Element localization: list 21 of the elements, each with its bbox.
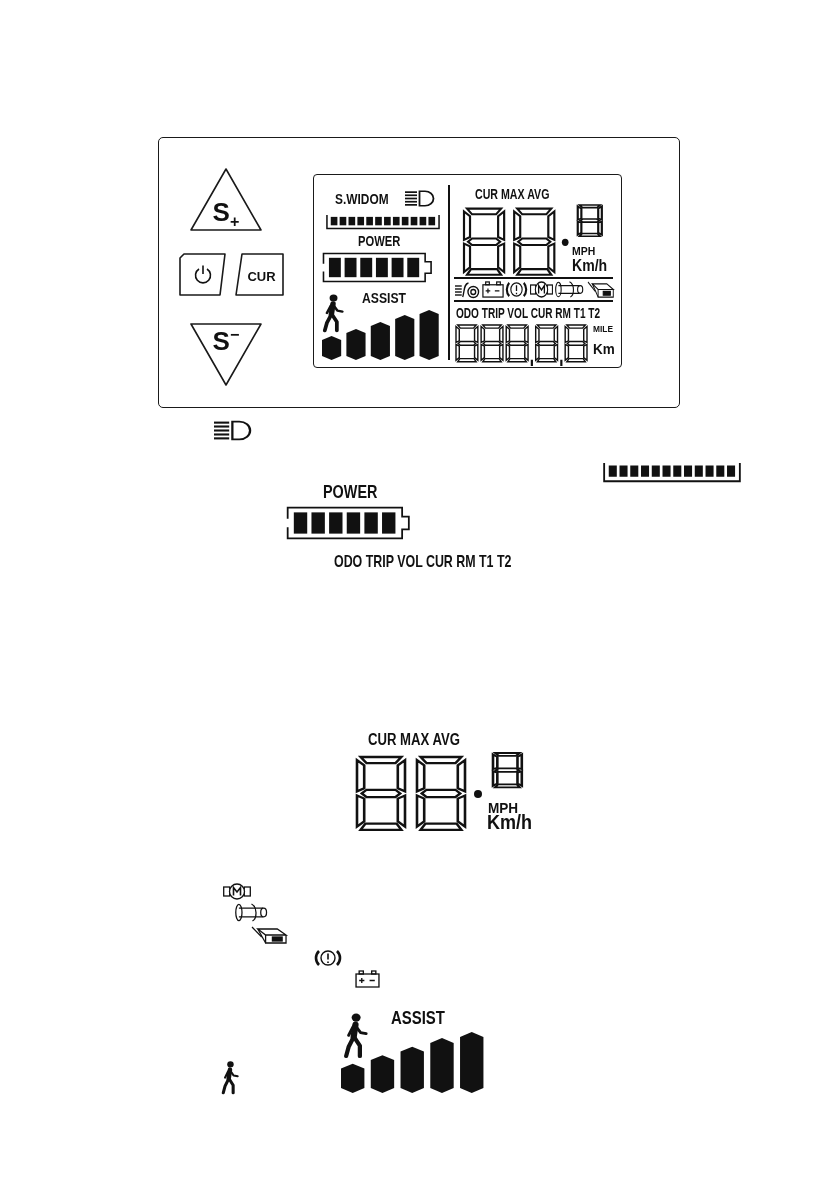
power-button <box>180 254 225 295</box>
lcd-label: S.WIDOM <box>335 192 389 206</box>
minus-button: S$^{−}$ <box>191 324 261 385</box>
plus-button: S$_{+}$ <box>191 169 261 230</box>
lcd-label: POWER <box>358 234 401 248</box>
display-label: Km/h <box>487 812 532 832</box>
display-label: ASSIST <box>391 1009 445 1027</box>
display-label: MPH <box>488 801 519 815</box>
lcd-label: MILE <box>593 325 613 334</box>
lcd-label: Km <box>593 341 615 356</box>
lcd-label: ODO TRIP VOL CUR RM T1 T2 <box>456 306 601 320</box>
display-label: POWER <box>323 483 378 501</box>
display-panel <box>158 137 680 408</box>
lcd-label: MPH <box>572 246 596 257</box>
lcd-label: CUR MAX AVG <box>475 187 550 201</box>
lcd-label: ASSIST <box>362 291 406 305</box>
display-label: ODO TRIP VOL CUR RM T1 T2 <box>334 553 512 570</box>
cur-button: CUR <box>236 254 283 295</box>
lcd-screen <box>313 174 622 368</box>
display-label: CUR MAX AVG <box>368 732 460 748</box>
lcd-label: Km/h <box>572 258 608 274</box>
